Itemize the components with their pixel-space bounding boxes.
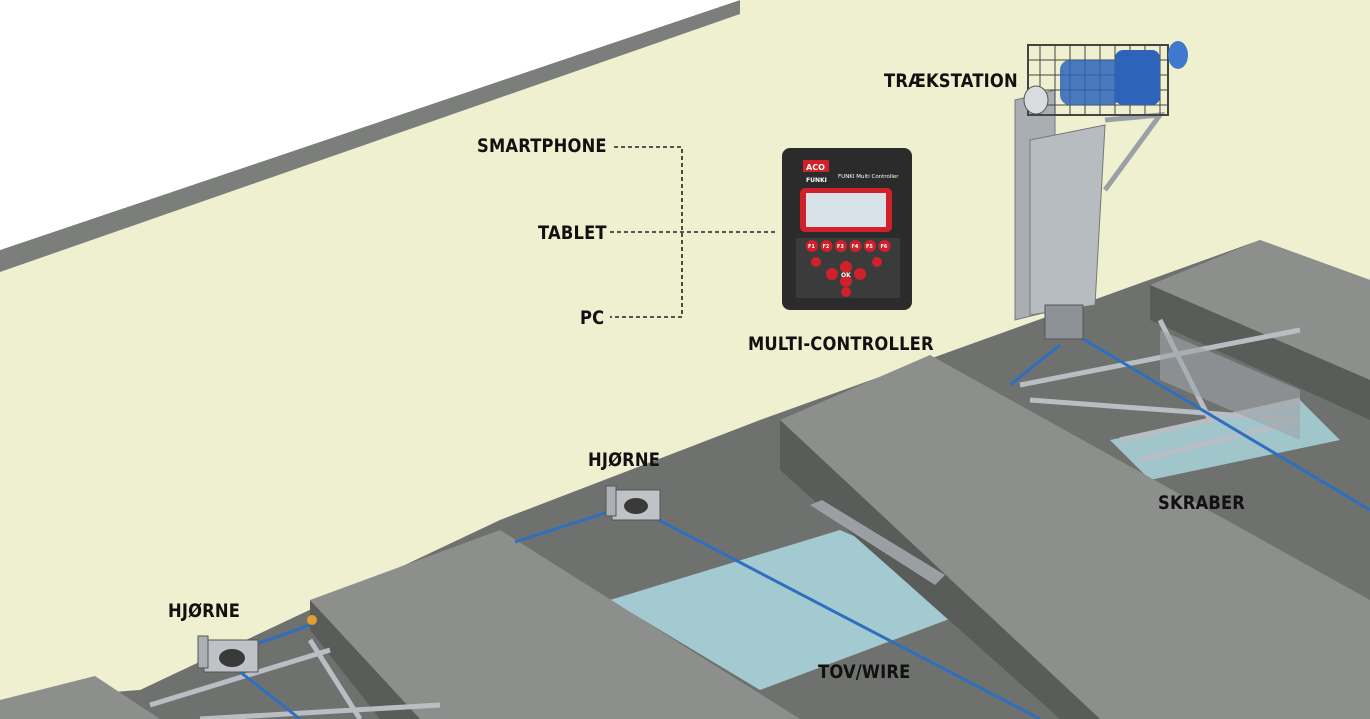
scraper-right-plate bbox=[1160, 330, 1300, 440]
label-hjoerne-lower: HJØRNE bbox=[168, 600, 241, 622]
function-key-3 bbox=[835, 240, 847, 252]
controller-ok-key: OK bbox=[841, 272, 851, 279]
corner-pulley-lower bbox=[197, 615, 317, 673]
function-key-2 bbox=[820, 240, 833, 252]
function-key-label-4: F4 bbox=[852, 244, 859, 250]
function-key-label-1: F1 bbox=[808, 244, 815, 250]
function-key-6 bbox=[878, 240, 891, 252]
controller-subbrand: FUNKI bbox=[806, 177, 827, 184]
slab-left-side bbox=[310, 600, 420, 719]
label-hjoerne-upper: HJØRNE bbox=[588, 449, 661, 471]
wall-top-edge bbox=[0, 0, 740, 272]
arrow-pad bbox=[811, 257, 882, 297]
function-key-5 bbox=[864, 240, 876, 252]
label-smartphone: SMARTPHONE bbox=[477, 135, 607, 157]
function-keys: F1 F2 F3 F4 F5 F6 bbox=[806, 240, 891, 252]
label-multi-controller: MULTI-CONTROLLER bbox=[748, 333, 934, 355]
label-traekstation: TRÆKSTATION bbox=[884, 70, 1018, 92]
function-key-4 bbox=[849, 240, 862, 252]
label-pc: PC bbox=[580, 307, 605, 329]
controller-title: FUNKI Multi Controller bbox=[838, 174, 899, 180]
connector-lines bbox=[610, 146, 775, 318]
scraper-left bbox=[149, 638, 441, 719]
label-tov-wire: TOV/WIRE bbox=[818, 661, 911, 683]
slab-centre-top bbox=[780, 355, 1370, 719]
function-key-label-6: F6 bbox=[881, 244, 888, 250]
corner-pulley-upper bbox=[605, 485, 661, 521]
label-tablet: TABLET bbox=[538, 222, 607, 244]
guide-bar bbox=[810, 500, 945, 585]
ceiling-area bbox=[0, 0, 740, 250]
slab-left-top bbox=[310, 530, 800, 719]
function-key-label-2: F2 bbox=[823, 244, 830, 250]
slab-centre-side bbox=[780, 420, 1100, 719]
label-skraber: SKRABER bbox=[1158, 492, 1246, 514]
slab-far-right-side bbox=[1150, 285, 1370, 420]
controller-brand: ACO bbox=[806, 163, 825, 172]
pulling-station bbox=[1014, 41, 1188, 340]
slab-far-right-top bbox=[1150, 240, 1370, 380]
wire-path bbox=[234, 328, 1370, 719]
function-key-label-5: F5 bbox=[866, 244, 873, 250]
function-key-1 bbox=[806, 240, 818, 252]
function-key-label-3: F3 bbox=[837, 244, 844, 250]
slab-corner-top bbox=[0, 676, 160, 719]
